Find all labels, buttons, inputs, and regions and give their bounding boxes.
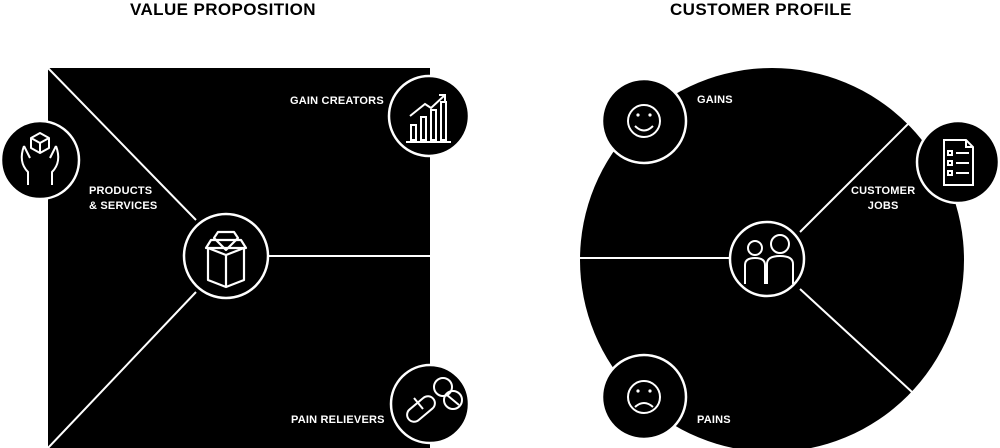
- label-products-services-line1: PRODUCTS: [89, 185, 153, 197]
- label-customer-jobs-line2: JOBS: [867, 200, 899, 212]
- value-proposition-title: VALUE PROPOSITION: [130, 0, 316, 19]
- cp-divider-upper: [799, 123, 909, 233]
- vp-divider-upper: [47, 67, 197, 221]
- cp-divider-lower: [799, 288, 913, 393]
- customer-profile-diagram: [580, 68, 1000, 448]
- people-group-icon: [728, 220, 806, 298]
- value-proposition-diagram: [0, 67, 471, 448]
- label-pain-relievers: PAIN RELIEVERS: [291, 414, 385, 426]
- bar-chart-growth-icon: [387, 74, 471, 158]
- sad-face-icon: [600, 353, 688, 441]
- label-customer-jobs: CUSTOMER JOBS: [851, 184, 915, 214]
- label-customer-jobs-line1: CUSTOMER: [851, 185, 916, 197]
- vp-divider-lower: [47, 291, 197, 448]
- hands-holding-box-icon: [0, 119, 81, 201]
- gift-box-diamond-icon: [182, 193, 270, 300]
- customer-profile-title: CUSTOMER PROFILE: [670, 0, 852, 19]
- checklist-document-icon: [915, 119, 1000, 205]
- label-pains: PAINS: [697, 414, 731, 426]
- label-products-services: PRODUCTS & SERVICES: [89, 184, 157, 214]
- label-products-services-line2: & SERVICES: [89, 200, 158, 212]
- smiley-face-icon: [600, 77, 688, 165]
- label-gains: GAINS: [697, 94, 733, 106]
- pills-icon: [389, 363, 471, 445]
- label-gain-creators: GAIN CREATORS: [290, 95, 384, 107]
